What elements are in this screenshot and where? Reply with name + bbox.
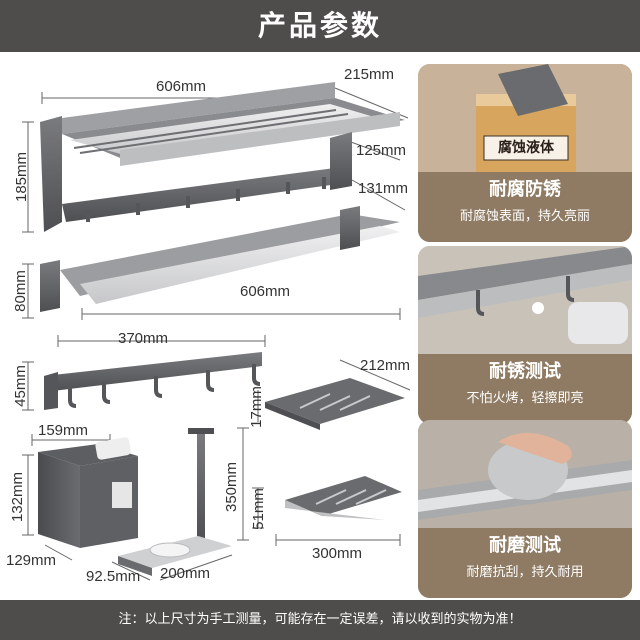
dim-brush-holder-width: 200mm — [160, 565, 211, 582]
rust-test-photo — [418, 246, 632, 354]
dim-paper-box-width: 159mm — [38, 422, 89, 439]
dim-paper-box-depth: 129mm — [6, 552, 57, 569]
footer-note: 注：以上尺寸为手工测量，可能存在一定误差，请以收到的实物为准！ — [118, 612, 522, 627]
feature-band — [418, 172, 632, 242]
corner-shelf-illustration — [265, 378, 405, 430]
feature-band — [418, 528, 632, 598]
feature-title: 耐磨测试 — [489, 535, 561, 556]
feature-card-wear: 耐磨测试 耐磨抗刮，持久耐用 — [418, 420, 632, 598]
feature-subtitle: 耐磨抗刮，持久耐用 — [466, 565, 584, 580]
footer-bar: 注：以上尺寸为手工测量，可能存在一定误差，请以收到的实物为准！ — [0, 600, 640, 640]
towel-rack-illustration — [40, 82, 405, 232]
feature-band — [418, 354, 632, 424]
feature-subtitle: 不怕火烤，轻擦即亮 — [466, 391, 584, 406]
brush-holder-illustration — [118, 428, 232, 576]
page-title: 产品参数 — [257, 9, 382, 42]
dim-brush-holder-height: 350mm — [223, 461, 240, 513]
dim-rack-height: 185mm — [13, 151, 30, 203]
dim-paper-box-height: 132mm — [9, 471, 26, 523]
dim-corner-shelf-depth: 212mm — [360, 357, 411, 374]
dim-rack-width: 606mm — [156, 78, 207, 95]
dim-hook-rail-height: 45mm — [12, 365, 29, 407]
hook-rail-illustration — [44, 352, 262, 410]
wear-test-photo — [418, 420, 632, 528]
feature-title: 耐腐防锈 — [489, 179, 561, 200]
dim-towel-bar-width: 606mm — [240, 283, 291, 300]
feature-card-corrosion: 腐蚀液体 耐腐防锈 耐腐蚀表面，持久亮丽 — [418, 64, 632, 242]
dim-corner-shelf-height: 17mm — [248, 386, 265, 428]
corrosion-liquid-label: 腐蚀液体 — [498, 140, 554, 156]
dim-brush-holder-depth: 92.5mm — [86, 568, 141, 585]
feature-title: 耐锈测试 — [489, 361, 561, 382]
dim-hook-bar-depth: 125mm — [356, 142, 407, 159]
dim-rack-depth: 215mm — [344, 66, 395, 83]
dim-tray-width: 300mm — [312, 545, 363, 562]
corrosion-test-photo — [418, 64, 632, 172]
dim-towel-bar-height: 80mm — [12, 270, 29, 312]
feature-card-rust: 耐锈测试 不怕火烤，轻擦即亮 — [418, 246, 632, 424]
dim-hook-rail-width: 370mm — [118, 330, 169, 347]
towel-bar-illustration — [40, 206, 400, 312]
dimension-lines — [22, 87, 411, 581]
paper-box-illustration — [38, 437, 138, 548]
dim-tray-height: 51mm — [250, 488, 267, 530]
dim-towel-bar-depth: 131mm — [358, 180, 409, 197]
feature-subtitle: 耐腐蚀表面，持久亮丽 — [459, 209, 590, 224]
header-bar: 产品参数 — [0, 0, 640, 52]
tray-illustration — [285, 476, 402, 520]
